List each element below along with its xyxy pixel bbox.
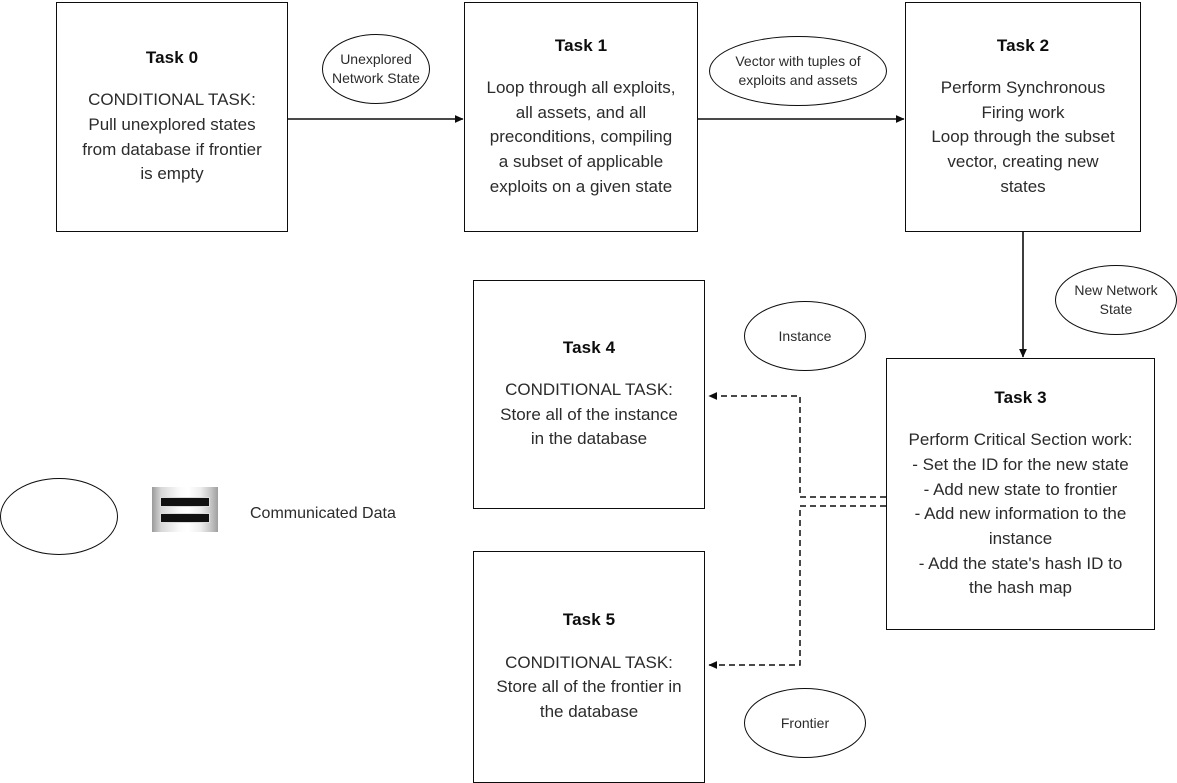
node-task4[interactable]: Task 4 CONDITIONAL TASK: Store all of th… (473, 280, 705, 509)
edge-label-unexplored-network-state-text: Unexplored Network State (332, 51, 420, 86)
node-task5[interactable]: Task 5 CONDITIONAL TASK: Store all of th… (473, 551, 705, 783)
node-task0-body: CONDITIONAL TASK: Pull unexplored states… (82, 90, 262, 184)
node-task5-body: CONDITIONAL TASK: Store all of the front… (496, 652, 682, 721)
edge-task3-to-task4 (708, 392, 886, 498)
node-task3[interactable]: Task 3 Perform Critical Section work: - … (886, 358, 1155, 630)
edge-label-vector-tuples: Vector with tuples of exploits and asset… (709, 36, 887, 106)
communicated-data-icon (152, 487, 218, 532)
node-task0-title: Task 0 (145, 48, 199, 68)
node-task1-title: Task 1 (554, 35, 608, 55)
edge-label-new-network-state-text: New Network State (1074, 282, 1158, 317)
icon-bar-top (159, 496, 211, 507)
node-task2-body: Perform Synchronous Firing work Loop thr… (931, 78, 1115, 196)
node-task0[interactable]: Task 0 CONDITIONAL TASK: Pull unexplored… (56, 2, 288, 232)
node-task1[interactable]: Task 1 Loop through all exploits, all as… (464, 2, 698, 232)
node-task4-body: CONDITIONAL TASK: Store all of the insta… (500, 380, 678, 449)
edge-label-frontier: Frontier (744, 688, 866, 758)
node-task2[interactable]: Task 2 Perform Synchronous Firing work L… (905, 2, 1141, 232)
edge-task3-to-task5 (708, 505, 886, 669)
node-task1-body: Loop through all exploits, all assets, a… (486, 78, 676, 196)
edge-label-frontier-text: Frontier (780, 714, 830, 731)
node-task3-body: Perform Critical Section work: - Set the… (908, 430, 1133, 598)
edge-label-new-network-state: New Network State (1055, 265, 1177, 335)
edge-label-vector-tuples-text: Vector with tuples of exploits and asset… (735, 53, 861, 88)
edge-label-instance-text: Instance (778, 327, 832, 344)
node-task2-title: Task 2 (996, 35, 1050, 55)
edge-label-instance: Instance (744, 301, 866, 371)
node-task5-title: Task 5 (562, 610, 616, 630)
node-task3-title: Task 3 (994, 388, 1047, 408)
edge-label-unexplored-network-state: Unexplored Network State (322, 34, 430, 104)
icon-bar-bottom (159, 512, 211, 523)
legend-caption: Communicated Data (250, 505, 396, 522)
node-task4-title: Task 4 (562, 337, 616, 357)
legend-ellipse-shape (0, 478, 118, 555)
